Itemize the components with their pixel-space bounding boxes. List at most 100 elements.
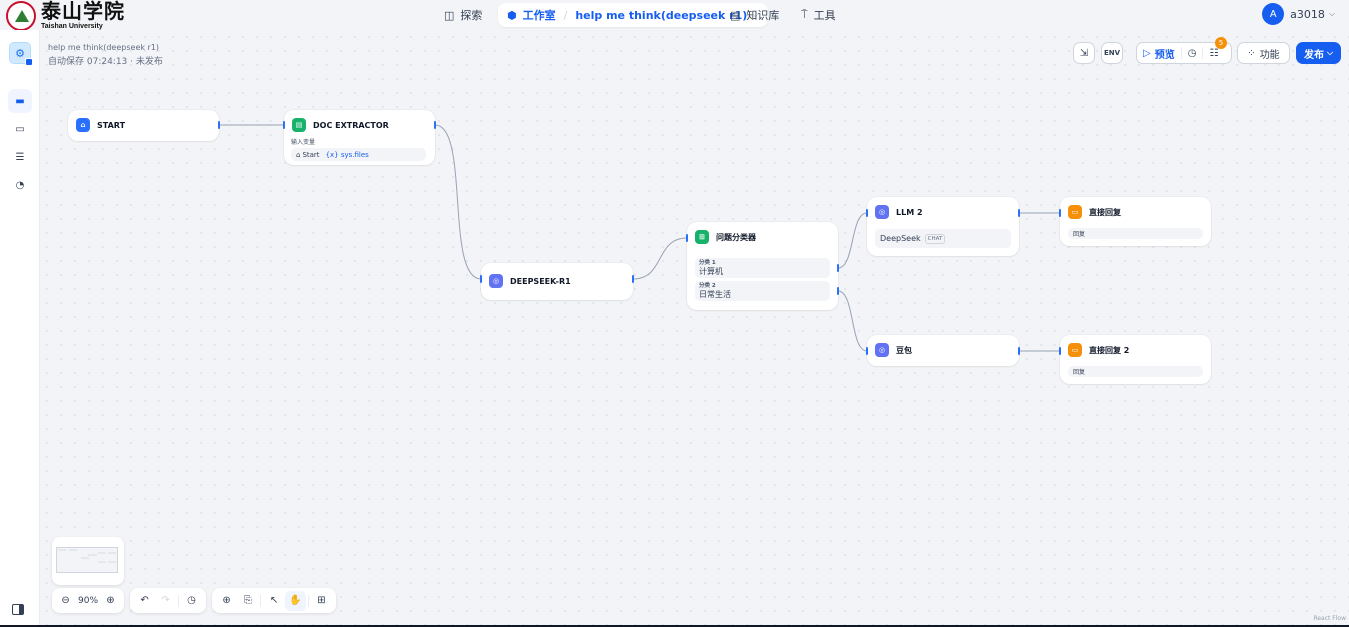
minimap-node [108,552,116,554]
node-llm-2[interactable]: ◎ LLM 2 DeepSeek CHAT [867,197,1019,256]
node-direct-answer[interactable]: ▭ 直接回复 回复 [1060,197,1211,246]
app-icon[interactable]: ⚙ [9,42,33,66]
publish-label: 发布 [1303,49,1324,61]
answer-field: 回复 [1068,228,1203,239]
model-selector[interactable]: DeepSeek CHAT [875,229,1011,248]
node-direct-answer-2[interactable]: ▭ 直接回复 2 回复 [1060,335,1211,384]
top-bar: 泰山学院 Taishan University ◫ 探索 ⬢ 工作室 / hel… [0,0,1349,31]
input-handle[interactable] [686,234,688,242]
output-handle-class-2[interactable] [837,287,839,295]
output-handle[interactable] [218,121,220,129]
zoom-controls: ⊖ 90% ⊕ [52,588,124,613]
output-handle[interactable] [632,275,634,283]
class-value: 日常生活 [699,290,731,299]
add-note-icon[interactable]: ⎘ [243,595,252,606]
toolbar-divider [1180,47,1182,59]
minimap-node [98,561,106,563]
autosave-status: 自动保存 07:24:13 · 未发布 [48,57,163,67]
node-start[interactable]: ⌂ START [68,110,219,141]
answer-icon: ▭ [1068,205,1082,219]
redo-icon[interactable]: ↷ [161,595,170,606]
chevron-down-icon[interactable]: ⌵ [752,10,759,19]
llm-icon: ◎ [489,274,503,288]
node-doubao[interactable]: ◎ 豆包 [867,335,1019,366]
logo-english-name: Taishan University [41,23,103,30]
feature-label: 功能 [1259,49,1280,61]
node-title: DOC EXTRACTOR [313,120,389,130]
control-divider [260,594,262,607]
nav-explore[interactable]: ◫ 探索 [444,3,482,27]
publish-button[interactable]: 发布 ⌵ [1296,42,1341,64]
run-history-icon[interactable]: ◷ [1187,47,1197,59]
node-deepseek-r1[interactable]: ◎ DEEPSEEK-R1 [481,263,633,300]
zoom-level[interactable]: 90% [78,595,99,606]
variable-name: {x} sys.files [325,150,369,159]
node-title: 问题分类器 [716,232,756,242]
account-name: a3018 [1290,7,1325,21]
node-doc-extractor[interactable]: ▤ DOC EXTRACTOR 输入变量 ⌂ Start {x} sys.fil… [284,110,435,165]
node-header: ◎ LLM 2 [875,205,923,219]
hand-icon[interactable]: ✋ [284,590,306,611]
input-handle[interactable] [1059,347,1061,355]
import-dsl-icon[interactable]: ⇲ [1073,42,1095,64]
answer-icon: ▭ [1068,343,1082,357]
input-handle[interactable] [866,209,868,217]
react-flow-attribution[interactable]: React Flow [1313,615,1346,622]
account-menu[interactable]: A a3018 ⌵ [1262,3,1335,25]
run-toolbar: ▷ 预览 ◷ ☷ 5 [1136,37,1232,64]
node-title: LLM 2 [896,207,923,217]
node-header: ▭ 直接回复 [1068,205,1121,219]
add-node-icon[interactable]: ⊕ [222,595,231,606]
input-handle[interactable] [866,347,868,355]
input-variable-label: 输入变量 [291,139,316,146]
avatar[interactable]: A [1262,3,1285,25]
feature-button[interactable]: ⁘ 功能 [1237,42,1290,64]
checklist-icon[interactable]: ☷ [1209,47,1219,59]
logs-icon[interactable]: ☰ [15,151,25,163]
zoom-out-icon[interactable]: ⊖ [61,595,70,606]
university-logo[interactable]: 泰山学院 Taishan University [6,1,125,31]
hammer-icon: ⍑ [801,8,808,21]
minimap-viewport[interactable] [56,547,118,573]
node-question-classifier[interactable]: ⊞ 问题分类器 分类 1 计算机 分类 2 日常生活 [687,222,838,310]
minimap[interactable] [52,537,124,585]
monitoring-icon[interactable]: ◔ [15,179,25,191]
robot-icon: ⬢ [507,8,517,22]
minimap-node [88,554,97,556]
input-handle[interactable] [283,121,285,129]
input-handle[interactable] [480,275,482,283]
undo-icon[interactable]: ↶ [140,595,149,606]
output-handle[interactable] [1018,347,1020,355]
control-divider [307,594,309,607]
current-app-selector[interactable]: help me think(deepseek r1) [575,8,748,22]
node-title: 直接回复 2 [1089,345,1130,355]
answer-field: 回复 [1068,366,1203,377]
collapse-sidebar-icon[interactable] [12,604,24,615]
pointer-icon[interactable]: ↖ [269,595,279,606]
nav-studio-label: 工作室 [522,9,556,22]
workflow-canvas[interactable] [40,30,1349,627]
orchestrate-icon[interactable]: ▬ [8,89,32,113]
university-seal-icon [6,1,36,31]
feature-icon: ⁘ [1247,47,1256,59]
zoom-in-icon[interactable]: ⊕ [106,595,115,606]
nav-studio[interactable]: ⬢ 工作室 / help me think(deepseek r1) ⌵ [498,3,769,27]
env-variables-icon[interactable]: ENV [1101,42,1123,64]
output-handle[interactable] [1018,209,1020,217]
checklist-count-badge: 5 [1215,37,1227,49]
version-history-icon[interactable]: ◷ [187,595,196,606]
control-divider [178,594,179,607]
output-handle[interactable] [434,121,436,129]
answer-field-label: 回复 [1073,369,1086,376]
nav-knowledge[interactable]: ▤ 知识库 [730,3,779,27]
classifier-icon: ⊞ [695,230,709,244]
nav-tools[interactable]: ⍑ 工具 [801,3,836,27]
organize-icon[interactable]: ⊞ [317,595,326,606]
model-name: DeepSeek [880,234,921,243]
preview-label: 预览 [1154,49,1175,61]
minimap-node [98,552,106,554]
preview-button[interactable]: ▷ 预览 [1143,46,1175,61]
input-handle[interactable] [1059,209,1061,217]
api-access-icon[interactable]: ▭ [15,123,25,135]
output-handle-class-1[interactable] [837,264,839,272]
